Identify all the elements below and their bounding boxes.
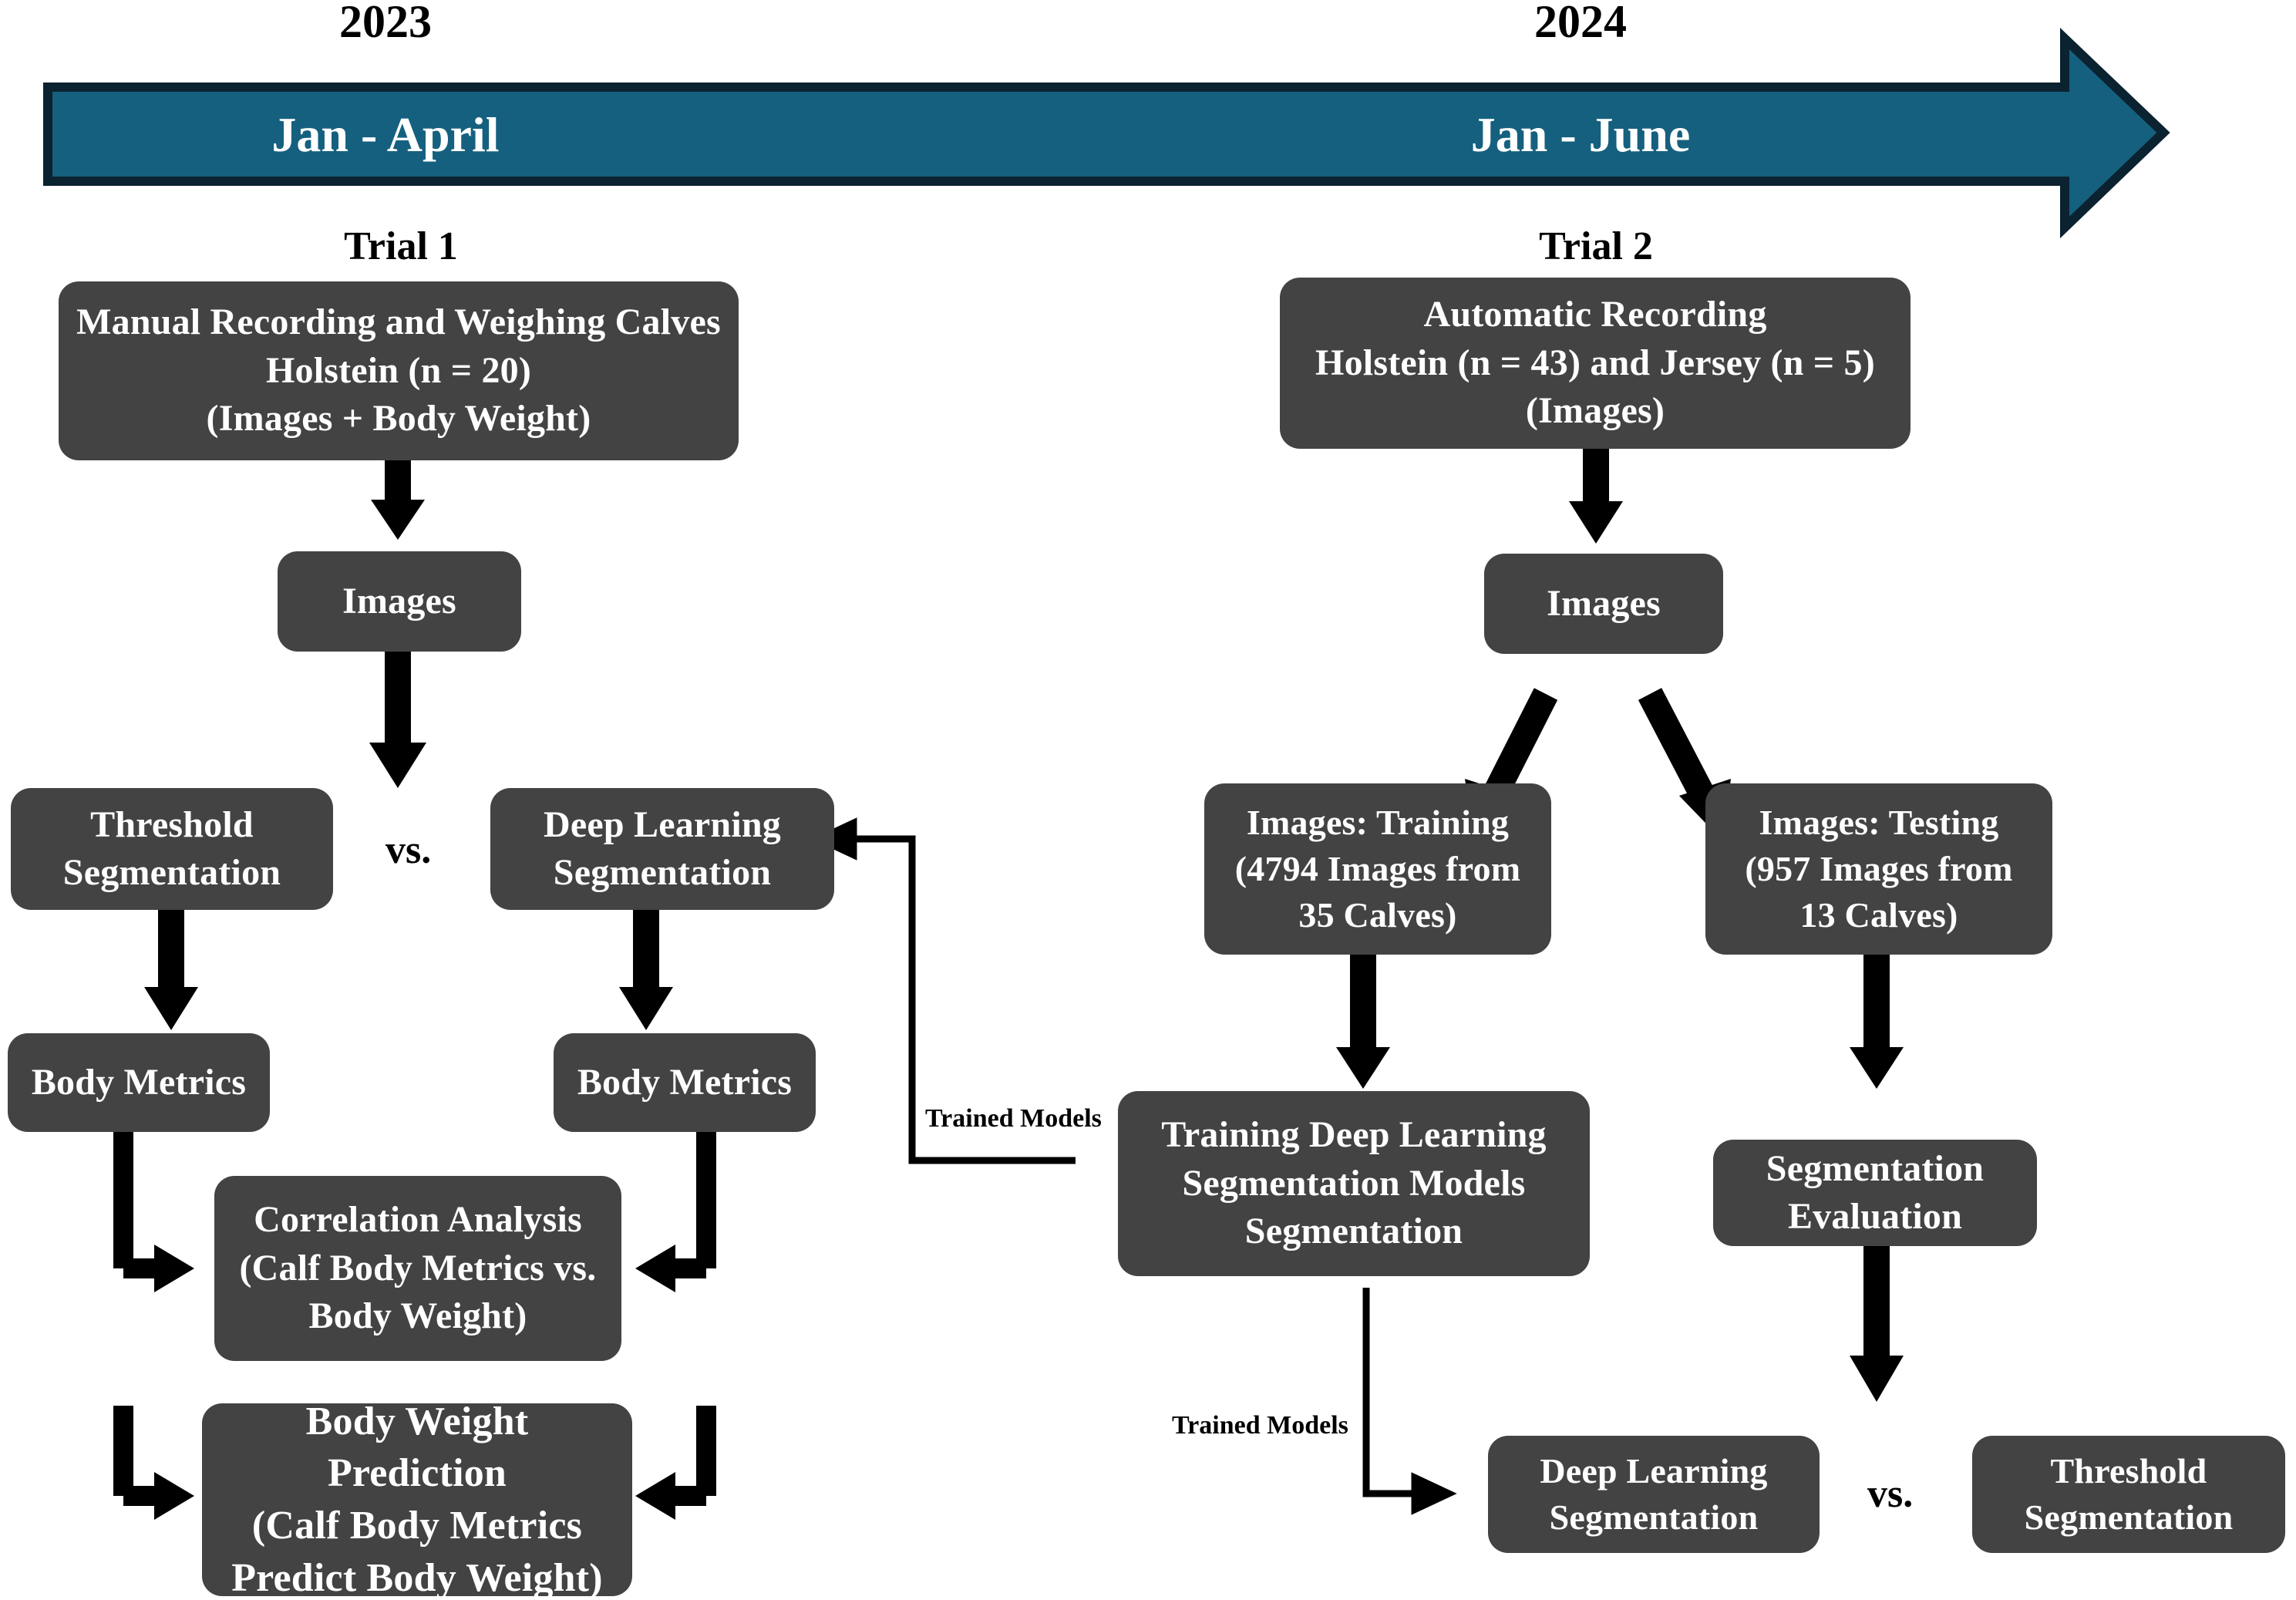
arrow-trial1-images-to-segmentation [369, 652, 426, 788]
node-trial2-images-training[interactable]: Images: Training (4794 Images from 35 Ca… [1204, 783, 1551, 955]
node-trial2-segmentation-evaluation[interactable]: Segmentation Evaluation [1713, 1140, 2037, 1246]
timeline-year-2023: 2023 [339, 0, 432, 47]
arrow-trial1-threshold-to-metrics [144, 908, 198, 1030]
arrow-left-metrics-to-correlation [113, 1132, 194, 1292]
node-trial1-body-metrics-right[interactable]: Body Metrics [554, 1033, 816, 1132]
node-trial1-images[interactable]: Images [278, 551, 521, 652]
timeline-arrow [43, 27, 2170, 239]
node-trial1-body-metrics-left[interactable]: Body Metrics [8, 1033, 270, 1132]
trial-label-2: Trial 2 [1539, 224, 1653, 268]
node-trial1-body-metrics-right-text: Body Metrics [577, 1061, 793, 1103]
arrow-trial1-source-to-images [371, 458, 425, 540]
node-trial1-images-text: Images [342, 580, 456, 621]
arrow-left-metrics-to-prediction [113, 1406, 194, 1520]
arrow-evaluation-to-deep-threshold [1850, 1245, 1904, 1402]
node-trial2-source[interactable]: Automatic Recording Holstein (n = 43) an… [1280, 278, 1911, 449]
node-trial1-correlation-analysis[interactable]: Correlation Analysis (Calf Body Metrics … [214, 1176, 621, 1361]
node-trial2-deep-learning-segmentation-text: Deep Learning Segmentation [1540, 1451, 1768, 1537]
connector-trained-models-right [1362, 1288, 1457, 1515]
vs-label-trial2: vs. [1867, 1472, 1914, 1516]
trial-label-1: Trial 1 [344, 224, 458, 268]
arrow-right-metrics-to-prediction [635, 1406, 716, 1520]
node-trial1-body-metrics-left-text: Body Metrics [31, 1061, 247, 1103]
node-trial2-segmentation-evaluation-text: Segmentation Evaluation [1766, 1147, 1985, 1237]
vs-label-trial1: vs. [385, 828, 432, 872]
node-trial2-images-testing-text: Images: Testing (957 Images from 13 Calv… [1745, 803, 2013, 935]
arrow-right-metrics-to-correlation [635, 1132, 716, 1292]
timeline-period-jan-april: Jan - April [271, 107, 500, 162]
node-trial2-threshold-segmentation-text: Threshold Segmentation [2024, 1451, 2234, 1537]
edge-label-trained-models-right: Trained Models [1172, 1411, 1348, 1440]
node-trial1-body-weight-prediction[interactable]: Body Weight Prediction (Calf Body Metric… [202, 1400, 632, 1600]
arrow-trial2-source-to-images [1569, 447, 1623, 544]
node-trial1-threshold-segmentation-text: Threshold Segmentation [62, 803, 281, 893]
node-trial2-deep-learning-segmentation[interactable]: Deep Learning Segmentation [1488, 1436, 1820, 1553]
timeline-period-jan-june: Jan - June [1470, 107, 1691, 162]
connector-trained-models-left [811, 817, 1076, 1164]
node-trial1-correlation-analysis-text: Correlation Analysis (Calf Body Metrics … [239, 1199, 597, 1337]
node-trial1-body-weight-prediction-text: Body Weight Prediction (Calf Body Metric… [231, 1399, 603, 1600]
arrow-training-to-models [1336, 953, 1390, 1089]
arrow-trial1-deep-to-metrics [619, 908, 673, 1030]
node-trial2-threshold-segmentation[interactable]: Threshold Segmentation [1972, 1436, 2285, 1553]
arrow-testing-to-evaluation [1850, 953, 1904, 1089]
node-trial2-source-text: Automatic Recording Holstein (n = 43) an… [1315, 294, 1875, 432]
node-trial2-training-models[interactable]: Training Deep Learning Segmentation Mode… [1118, 1091, 1590, 1276]
node-trial2-images-text: Images [1547, 582, 1661, 624]
node-trial2-images-testing[interactable]: Images: Testing (957 Images from 13 Calv… [1705, 783, 2052, 955]
node-trial1-threshold-segmentation[interactable]: Threshold Segmentation [11, 788, 333, 910]
node-trial2-images[interactable]: Images [1484, 554, 1723, 654]
edge-label-trained-models-left: Trained Models [925, 1104, 1102, 1133]
timeline-year-2024: 2024 [1534, 0, 1627, 47]
node-trial2-images-training-text: Images: Training (4794 Images from 35 Ca… [1234, 803, 1521, 935]
node-trial1-source-text: Manual Recording and Weighing Calves Hol… [76, 301, 721, 440]
node-trial1-deep-learning-segmentation-text: Deep Learning Segmentation [544, 803, 781, 893]
node-trial2-training-models-text: Training Deep Learning Segmentation Mode… [1161, 1114, 1547, 1252]
node-trial1-source[interactable]: Manual Recording and Weighing Calves Hol… [59, 281, 739, 460]
node-trial1-deep-learning-segmentation[interactable]: Deep Learning Segmentation [490, 788, 834, 910]
